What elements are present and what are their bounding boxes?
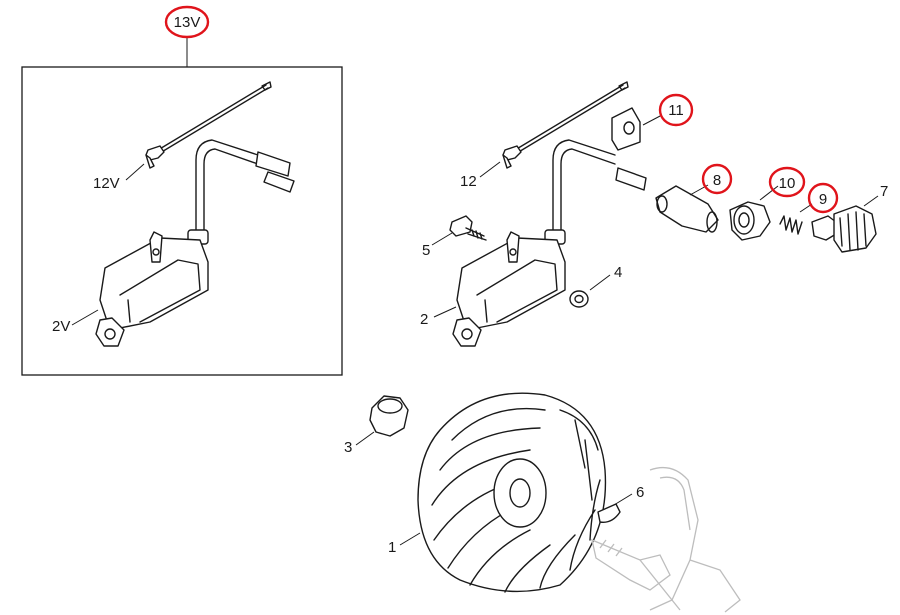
callout-8: 8 [713,172,721,189]
part-9-spring[interactable] [779,215,803,235]
kit-13v-highlight-circle [164,5,210,39]
callout-12: 12 [460,173,477,190]
callout-10: 10 [779,175,796,192]
callout-4: 4 [614,264,622,281]
kit-13v-group: 13V 12V 2V [21,5,343,376]
ghost-crankshaft [591,466,741,613]
callout-2: 2 [420,311,428,328]
part-10-cap[interactable] [729,201,771,241]
part-12v-spark-wire[interactable] [145,81,272,169]
part-1-flywheel[interactable] [417,392,607,593]
part-3-nut[interactable] [369,395,409,437]
part-8-plug-boot[interactable] [655,185,719,233]
callout-7: 7 [880,183,888,200]
callout-3: 3 [344,439,352,456]
callout-9-highlight-circle [807,182,839,214]
part-7-spark-plug[interactable] [811,205,877,253]
kit-box [21,66,343,376]
callout-8-highlight-circle [701,163,733,195]
part-2-ignition-module[interactable] [452,139,647,347]
part-5-bolt[interactable] [449,215,487,241]
part-2v-ignition-module[interactable] [95,139,295,347]
callout-11-highlight-circle [658,93,694,127]
part-4-washer[interactable] [569,290,589,308]
part-6-key[interactable] [597,503,621,523]
callout-12v: 12V [93,175,120,192]
callout-11: 11 [668,102,684,119]
callout-5: 5 [422,242,430,259]
kit-13v-label: 13V [174,14,201,31]
part-12-spark-wire[interactable] [502,81,629,169]
callout-6: 6 [636,484,644,501]
part-11-clip[interactable] [611,107,641,151]
callout-10-highlight-circle [768,166,806,198]
callout-1: 1 [388,539,396,556]
callout-9: 9 [819,191,827,208]
callout-2v: 2V [52,318,70,335]
